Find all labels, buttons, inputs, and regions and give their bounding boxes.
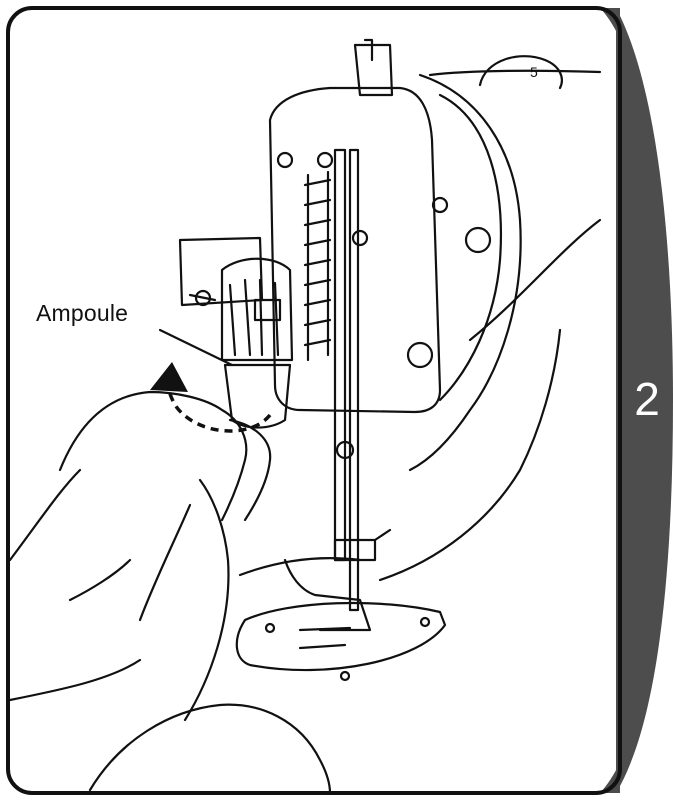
hand: [8, 390, 272, 722]
step-tab-body: [616, 8, 673, 793]
sleeve: [88, 703, 332, 795]
side-cover: [408, 73, 522, 472]
head-plate: [268, 86, 442, 414]
ampoule-label: Ampoule: [36, 300, 129, 326]
step-number: 2: [634, 373, 660, 425]
callout-leader: [158, 328, 234, 367]
presser-foot: [283, 528, 392, 632]
machine-arm: [238, 69, 602, 582]
svg-text:5: 5: [530, 64, 538, 80]
needle-plate: [235, 601, 447, 672]
top-bracket: [353, 38, 394, 97]
dial-wheel: [478, 55, 563, 90]
spring: [303, 170, 332, 362]
curved-rotation-arrow-icon: [150, 362, 272, 433]
frame-border: [6, 6, 622, 795]
